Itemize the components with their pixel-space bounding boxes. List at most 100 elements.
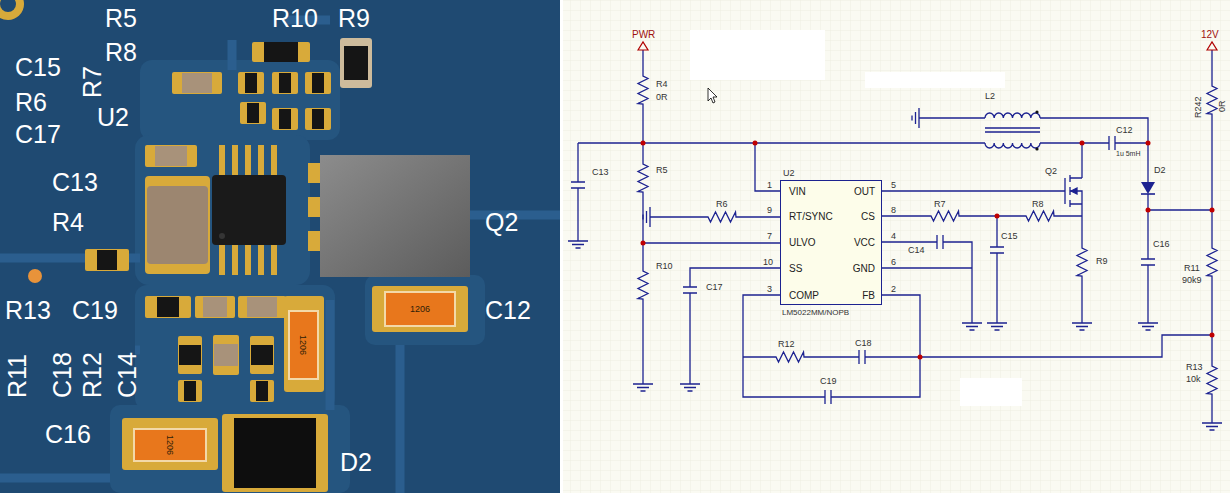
resistor-body bbox=[279, 109, 291, 129]
pin-number: 1 bbox=[767, 181, 772, 190]
silkscreen-label: C17 bbox=[15, 122, 61, 147]
chip-resistor bbox=[85, 249, 129, 271]
chip-resistor bbox=[340, 38, 372, 88]
wire bbox=[997, 204, 1082, 317]
chip-capacitor bbox=[145, 145, 197, 167]
ic-package bbox=[232, 145, 238, 177]
chip-resistor bbox=[252, 42, 310, 62]
resistor-body bbox=[184, 381, 196, 401]
part-label: C17 bbox=[706, 283, 723, 292]
ic-package bbox=[212, 175, 286, 245]
chip-resistor bbox=[240, 102, 266, 124]
pin-number: 3 bbox=[767, 285, 772, 294]
silkscreen-label: R5 bbox=[105, 6, 137, 31]
blank-patch bbox=[960, 378, 1022, 406]
ic-package bbox=[245, 243, 251, 275]
chip-resistor bbox=[85, 72, 331, 402]
wire bbox=[882, 242, 972, 317]
pcb-render bbox=[0, 0, 560, 493]
mosfet-package bbox=[308, 163, 322, 183]
pin-number: 10 bbox=[763, 258, 773, 267]
chip-capacitor bbox=[214, 344, 238, 366]
resistor-body bbox=[312, 73, 324, 93]
junction-dot bbox=[918, 355, 923, 360]
ground-symbol bbox=[680, 378, 700, 391]
chip-capacitor bbox=[203, 297, 227, 317]
part-label: R6 bbox=[716, 200, 728, 209]
capacitor-symbol bbox=[990, 240, 1004, 260]
ground-symbol bbox=[643, 207, 656, 227]
resistor-body bbox=[279, 73, 291, 93]
copper-pour bbox=[110, 60, 485, 493]
ic-package bbox=[271, 243, 277, 275]
copper-pour bbox=[135, 285, 335, 410]
silkscreen-label: Q2 bbox=[485, 210, 518, 235]
resistor-symbol bbox=[1022, 211, 1058, 221]
resistor-symbol bbox=[1207, 244, 1217, 280]
copper-trace bbox=[0, 20, 560, 493]
chip-resistor bbox=[344, 46, 368, 80]
part-label: C18 bbox=[855, 339, 872, 348]
resistor-symbol bbox=[704, 212, 740, 222]
chip-resistor bbox=[250, 380, 274, 402]
part-label: R242 bbox=[1194, 96, 1203, 118]
ground-symbol bbox=[568, 235, 588, 248]
junction-dot bbox=[1146, 208, 1151, 213]
package-code: 1206 bbox=[410, 303, 430, 315]
silkscreen-label: R7 bbox=[80, 66, 105, 98]
wire bbox=[925, 118, 1148, 182]
value-label: 0R bbox=[656, 93, 668, 102]
resistor-symbol bbox=[1207, 82, 1217, 118]
silkscreen-label: C14 bbox=[115, 352, 140, 398]
polarity-dot bbox=[1035, 110, 1038, 150]
wire bbox=[743, 335, 1212, 357]
mosfet-symbol bbox=[1071, 188, 1077, 194]
diode-symbol bbox=[1141, 182, 1155, 194]
resistor-symbol bbox=[927, 211, 963, 221]
silkscreen-label: U2 bbox=[97, 105, 129, 130]
junction-dot bbox=[641, 241, 646, 246]
pin-name: SS bbox=[789, 263, 802, 275]
chip-resistor bbox=[178, 336, 202, 374]
ground-symbol bbox=[1202, 417, 1222, 430]
junction-dot bbox=[1210, 333, 1215, 338]
capacitor-symbol bbox=[571, 175, 585, 195]
silkscreen-label: C18 bbox=[50, 352, 75, 398]
ground-symbol bbox=[1072, 317, 1092, 330]
junction-dot bbox=[1146, 141, 1151, 146]
silkscreen-label: R12 bbox=[80, 352, 105, 398]
chip-capacitor bbox=[172, 72, 222, 94]
chip-resistor bbox=[238, 72, 264, 94]
capacitor-package: 1206 bbox=[133, 428, 207, 462]
inductor-symbol bbox=[985, 128, 1040, 132]
part-label: C15 bbox=[1001, 232, 1018, 241]
pin-name: GND bbox=[853, 263, 875, 275]
silkscreen-label: R10 bbox=[272, 6, 318, 31]
power-port bbox=[638, 42, 1217, 50]
capacitor-symbol bbox=[852, 350, 872, 364]
pin-number: 5 bbox=[891, 181, 896, 190]
wire bbox=[643, 143, 780, 243]
part-label: R9 bbox=[1096, 257, 1108, 266]
pin-name: VIN bbox=[789, 186, 806, 198]
mosfet-package bbox=[308, 155, 470, 277]
silkscreen-label: C16 bbox=[45, 422, 91, 447]
silkscreen-label: R6 bbox=[15, 90, 47, 115]
value-label: 10k bbox=[1186, 375, 1201, 384]
chip-resistor bbox=[340, 38, 372, 88]
copper-pour bbox=[140, 60, 340, 140]
ic-symbol: VINOUTRT/SYNCCSULVOVCCSSGNDCOMPFB bbox=[780, 180, 882, 305]
pin-name: FB bbox=[862, 290, 875, 302]
power-net-label: 12V bbox=[1201, 30, 1219, 40]
value-label: 1u 5mH bbox=[1116, 150, 1141, 157]
bulk-capacitor bbox=[145, 176, 210, 274]
capacitor-package: 1206 bbox=[384, 291, 456, 327]
junction-dot bbox=[1210, 208, 1215, 213]
schematic-sheet bbox=[563, 0, 1230, 493]
ic-package bbox=[258, 145, 264, 177]
part-label: C14 bbox=[908, 246, 925, 255]
chip-capacitor bbox=[238, 296, 286, 318]
